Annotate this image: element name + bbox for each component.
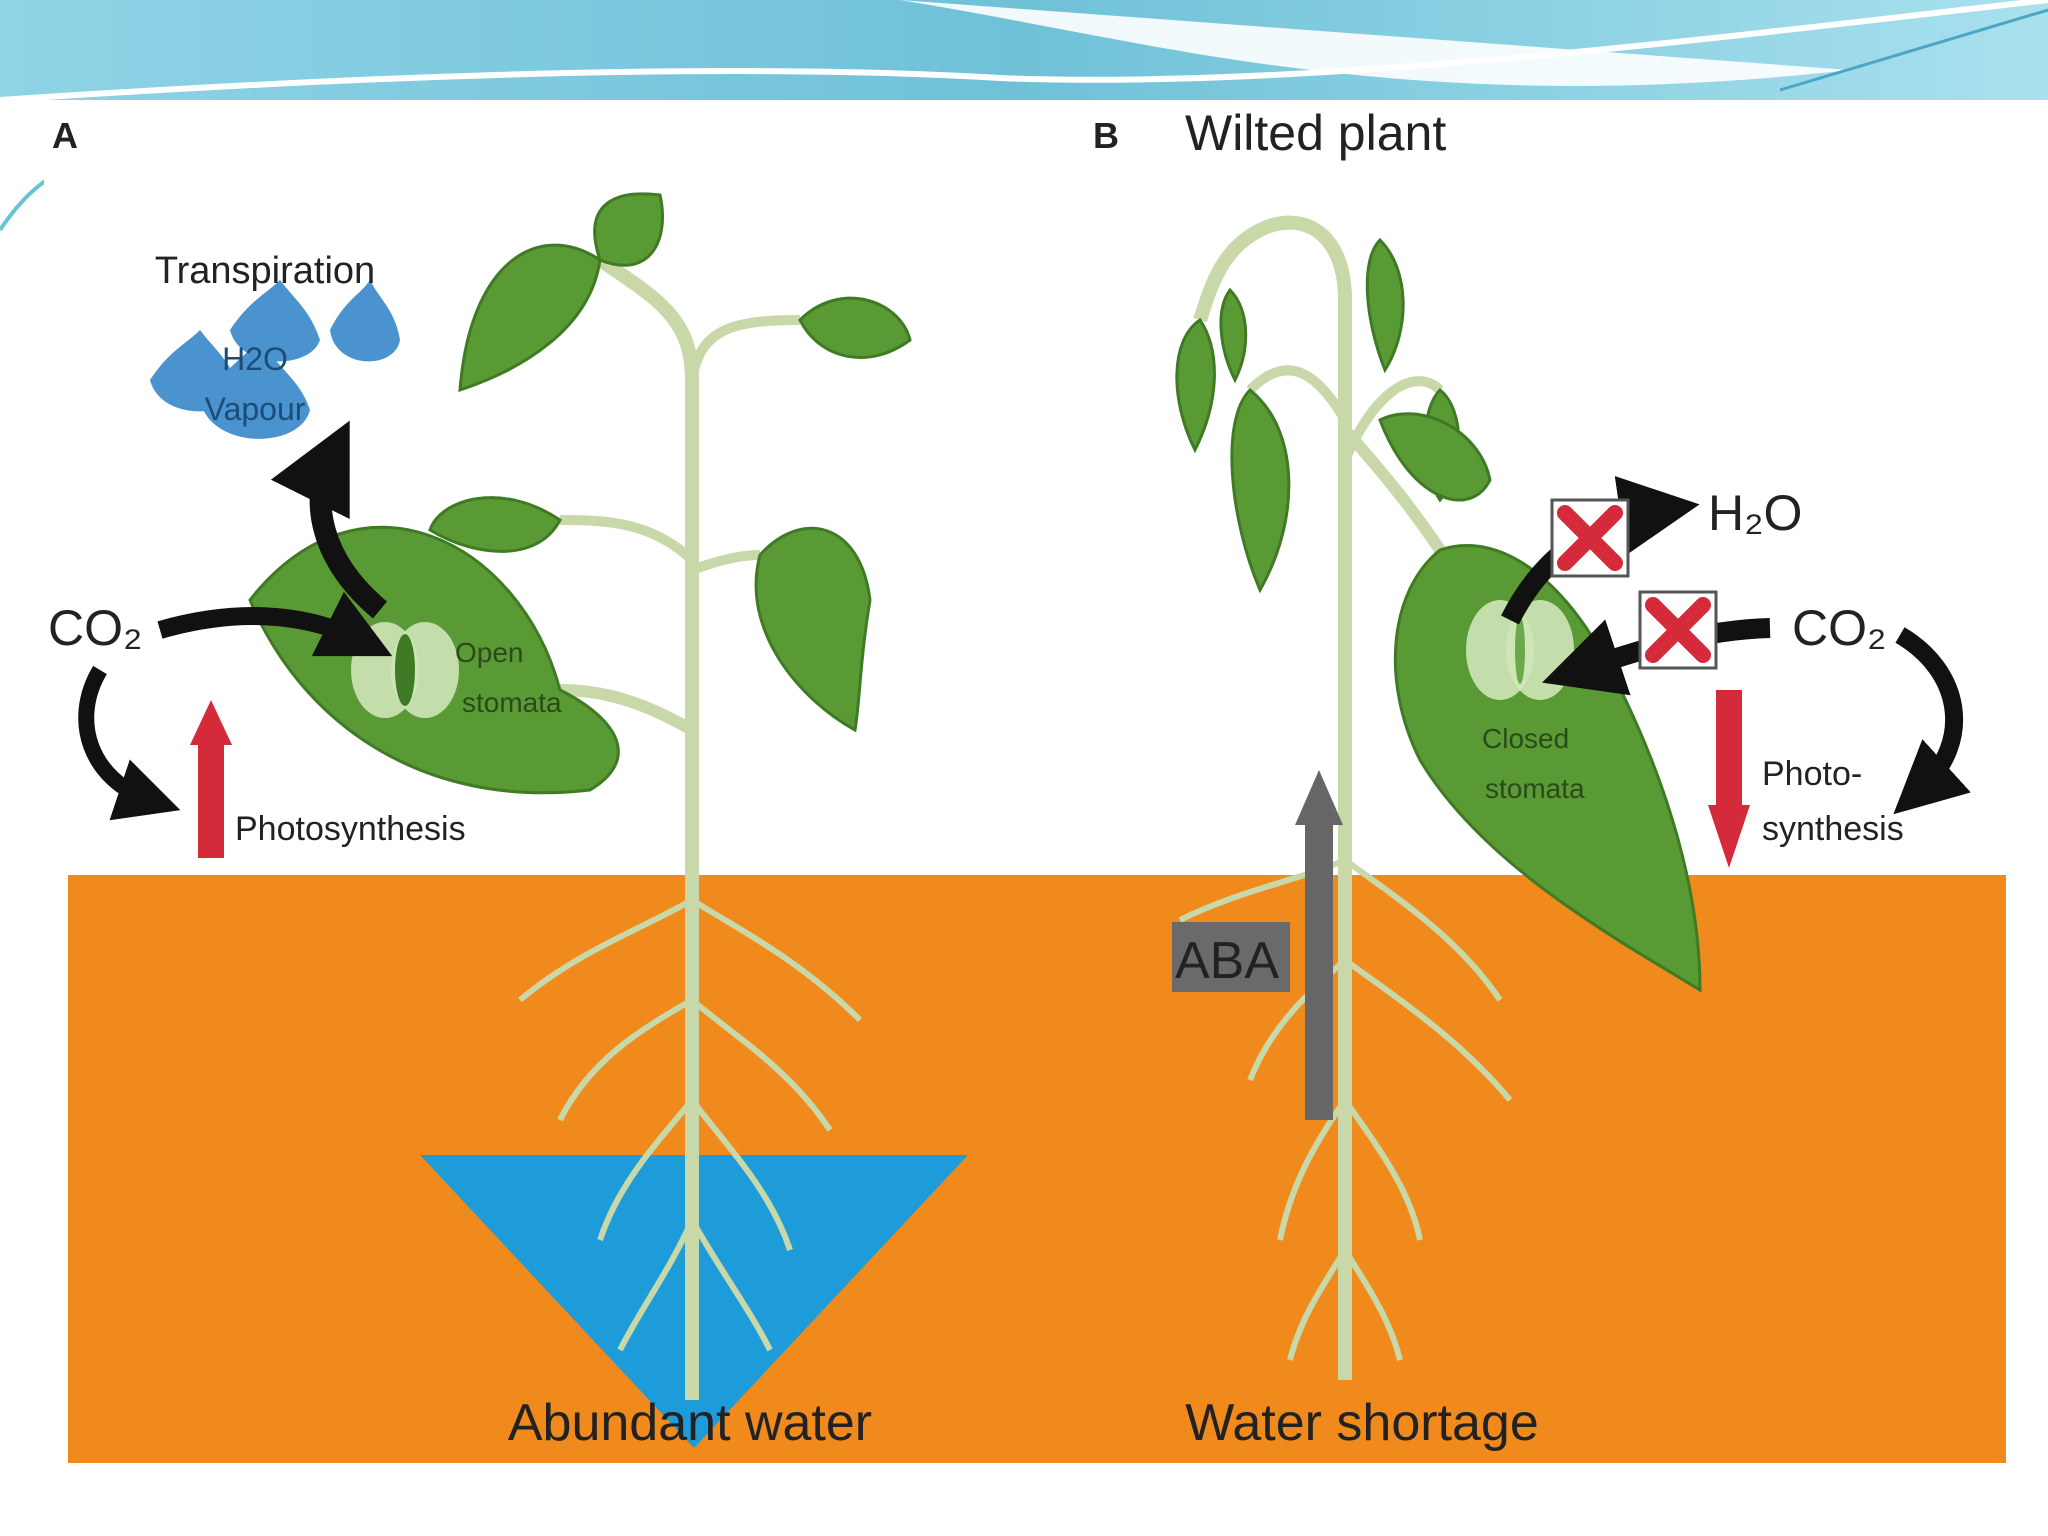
leaf: [458, 243, 602, 393]
photosynthesis-up-arrow: [190, 700, 232, 858]
panel-b: B Wilted plant: [1093, 105, 1971, 1452]
open-stomata-label-2: stomata: [462, 687, 562, 718]
water-droplets: [150, 280, 400, 439]
h2o-label-b: H₂O: [1708, 485, 1802, 541]
h2o-vapour-line2: Vapour: [205, 391, 306, 427]
water-shortage-label: Water shortage: [1185, 1394, 1539, 1452]
co2-label-b: CO₂: [1792, 600, 1886, 656]
open-stomata-label-1: Open: [455, 637, 524, 668]
closed-stomata-label-1: Closed: [1482, 723, 1569, 754]
abundant-water-label: Abundant water: [508, 1394, 872, 1452]
closed-stomata-label-2: stomata: [1485, 773, 1585, 804]
photo-label-1: Photo-: [1762, 755, 1862, 793]
aba-box: [1172, 922, 1290, 992]
wilted-plant-title: Wilted plant: [1185, 105, 1446, 161]
co2-in-arrow: [157, 591, 393, 657]
photosynthesis-label: Photosynthesis: [235, 810, 466, 848]
aba-label: ABA: [1175, 932, 1279, 990]
block-icon-co2: [1638, 590, 1718, 670]
transpiration-label: Transpiration: [155, 250, 375, 292]
block-icon-h2o: [1550, 498, 1630, 578]
plant-b-stem: [1193, 215, 1352, 1380]
panel-b-letter: B: [1093, 115, 1119, 156]
photo-label-2: synthesis: [1762, 810, 1904, 848]
panel-a-letter: A: [52, 115, 78, 156]
photosynthesis-down-arrow: [1708, 690, 1750, 868]
soil: [68, 875, 2006, 1463]
co2-label-a: CO₂: [48, 600, 142, 656]
panel-a: A: [48, 115, 912, 1452]
co2-cycle-arrow: [78, 665, 181, 821]
aba-arrow: [1295, 770, 1343, 1120]
open-stomata: [351, 622, 459, 718]
slide-header-band: [0, 0, 2048, 232]
leaf: [1175, 317, 1216, 454]
plant-a-roots: [518, 897, 863, 1352]
h2o-vapour-line1: H2O: [222, 341, 288, 377]
co2-cycle-arrow-b: [1893, 627, 1971, 815]
